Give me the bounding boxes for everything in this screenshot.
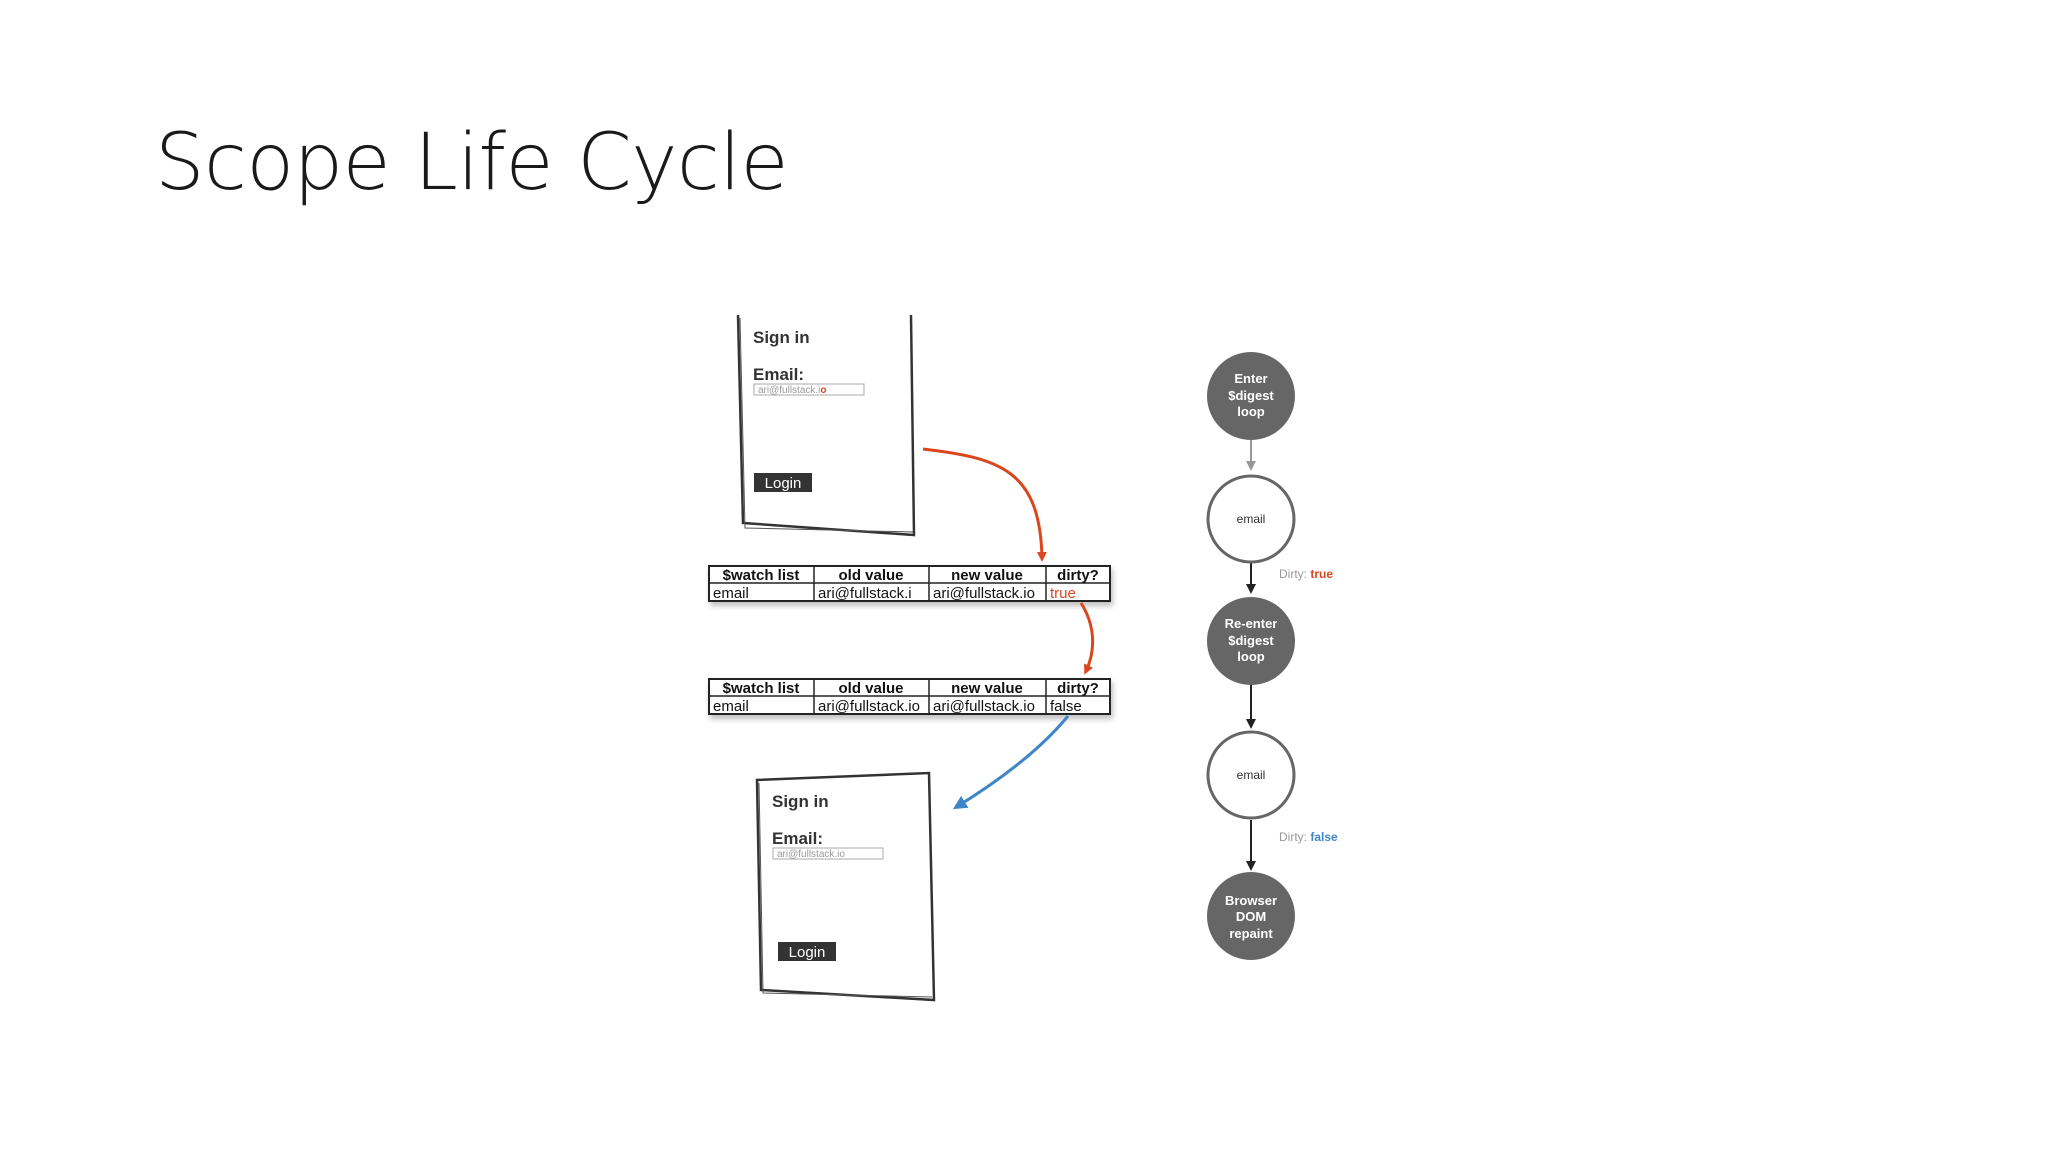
- table-dirty-cell-old: ari@fullstack.i: [818, 585, 912, 602]
- table-dirty-cell-new: ari@fullstack.io: [933, 585, 1035, 602]
- node-enter-line3: loop: [1237, 404, 1264, 419]
- node-dom-repaint: [1207, 872, 1295, 960]
- table-dirty-header-new: new value: [951, 567, 1023, 584]
- table-dirty-header-dirty: dirty?: [1057, 567, 1099, 584]
- signin-form-bottom: Sign in Email: ari@fullstack.io Login: [755, 771, 936, 1002]
- node-email-2: [1206, 730, 1296, 820]
- node-enter-line1: Enter: [1234, 371, 1267, 386]
- node-enter-digest: [1207, 352, 1295, 440]
- table-clean-cell-watch: email: [713, 698, 749, 715]
- email-label-top: Email:: [753, 365, 804, 384]
- table-clean-cell-old: ari@fullstack.io: [818, 698, 920, 715]
- table-clean-header-old: old value: [838, 680, 903, 697]
- email-value-bottom: ari@fullstack.io: [777, 849, 845, 860]
- node-repaint-line2: DOM: [1236, 909, 1266, 924]
- node-repaint-line1: Browser: [1225, 893, 1277, 908]
- table-clean-cell-new: ari@fullstack.io: [933, 698, 1035, 715]
- dirty-false-label: Dirty: false: [1279, 830, 1338, 844]
- table-clean-header-watch: $watch list: [723, 680, 800, 697]
- table-clean-header-new: new value: [951, 680, 1023, 697]
- dirty-true-label: Dirty: true: [1279, 567, 1333, 581]
- login-button-top: [754, 473, 812, 492]
- email-field-bottom: [772, 847, 884, 860]
- slide-title: Scope Life Cycle: [155, 118, 788, 208]
- arrow-form-to-table: [922, 447, 1047, 562]
- table-dirty-header-old: old value: [838, 567, 903, 584]
- email-field-top: [753, 383, 865, 396]
- signin-heading-top: Sign in: [753, 328, 810, 347]
- node-enter-line2: $digest: [1228, 388, 1274, 403]
- watch-table-dirty: [708, 565, 1111, 602]
- signin-heading-bottom: Sign in: [772, 792, 829, 811]
- node-reenter-digest: [1207, 597, 1295, 685]
- login-button-label-bottom: Login: [789, 944, 826, 961]
- email-value-top: ari@fullstack.io: [758, 385, 827, 396]
- login-button-label-top: Login: [765, 475, 802, 492]
- node-email-1-label: email: [1237, 512, 1266, 526]
- watch-table-clean: [708, 678, 1111, 715]
- login-button-bottom: [778, 942, 836, 961]
- arrow-table-to-table: [1079, 602, 1095, 675]
- table-clean-header-dirty: dirty?: [1057, 680, 1099, 697]
- node-email-2-label: email: [1237, 768, 1266, 782]
- arrow-table-to-form: [952, 715, 1070, 810]
- node-email-1: [1206, 474, 1296, 564]
- table-dirty-cell-watch: email: [713, 585, 749, 602]
- node-reenter-line3: loop: [1237, 649, 1264, 664]
- node-reenter-line1: Re-enter: [1225, 616, 1278, 631]
- table-dirty-header-watch: $watch list: [723, 567, 800, 584]
- node-repaint-line3: repaint: [1229, 926, 1273, 941]
- table-clean-cell-dirty: false: [1050, 698, 1082, 715]
- table-dirty-cell-dirty: true: [1050, 585, 1076, 602]
- email-label-bottom: Email:: [772, 829, 823, 848]
- signin-form-top: Sign in Email: ari@fullstack.io Login: [736, 314, 916, 537]
- node-reenter-line2: $digest: [1228, 633, 1274, 648]
